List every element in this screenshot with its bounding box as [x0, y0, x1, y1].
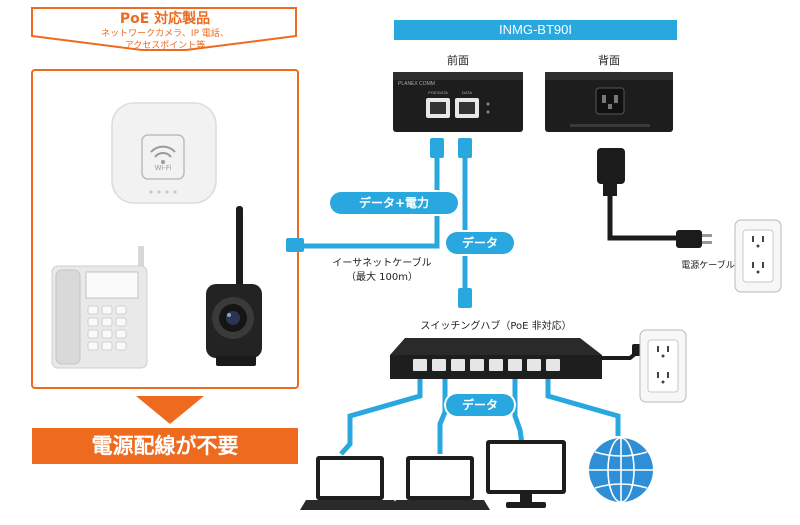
poe-devices-panel	[31, 7, 299, 424]
injector-back-device	[545, 72, 673, 132]
poe-devices-frame	[31, 69, 299, 389]
port-out-label: DATA	[461, 90, 473, 95]
power-cable-label: 電源ケーブル	[681, 261, 735, 271]
internet-globe-icon	[589, 437, 653, 503]
poe-title: PoE 対応製品	[119, 11, 211, 27]
back-label: 背面	[598, 54, 620, 67]
network-camera-device	[206, 206, 262, 366]
laptop-center	[390, 456, 490, 510]
ethernet-cable-label-line1: イーサネットケーブル	[332, 258, 432, 269]
ethernet-cables	[300, 150, 621, 456]
injector-model-label: INMG-BT90I	[499, 22, 572, 37]
ethernet-cable-label-line2: （最大 100m）	[345, 272, 418, 283]
laptop-left	[300, 456, 400, 510]
switch-label: スイッチングハブ（PoE 非対応）	[420, 321, 572, 332]
injector-brand: PLANEX COMM	[398, 81, 435, 87]
wall-outlet-lower	[639, 329, 687, 403]
poe-callout-header	[31, 7, 297, 51]
data-pill-top: データ	[446, 232, 514, 254]
desktop-monitor	[486, 440, 566, 508]
data-pill-bottom: データ	[446, 394, 514, 416]
poe-subtitle-line2: アクセスポイント等	[124, 41, 206, 51]
cable-plugs	[286, 138, 472, 308]
down-arrow	[136, 396, 204, 424]
ip-phone-device	[51, 246, 148, 369]
injector-model-bar	[394, 20, 677, 40]
ap-wifi-label: Wi-Fi	[154, 164, 172, 172]
poe-subtitle-line1: ネットワークカメラ、IP 電話、	[101, 29, 229, 39]
wall-outlet-upper	[734, 219, 782, 293]
port-in-label: POE/DATA	[428, 90, 448, 95]
injector-power-cable	[597, 148, 712, 248]
result-banner: 電源配線が不要	[32, 428, 298, 464]
access-point-device	[111, 102, 217, 204]
data-power-pill: データ+電力	[330, 192, 458, 214]
front-label: 前面	[447, 54, 469, 67]
injector-front-device	[393, 72, 523, 132]
switching-hub-device	[390, 338, 648, 379]
